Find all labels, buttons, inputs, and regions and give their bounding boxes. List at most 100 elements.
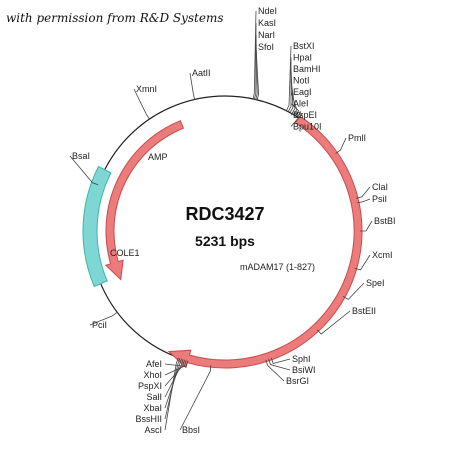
- site-leader: [255, 46, 260, 100]
- site-sali: SalI: [146, 359, 184, 402]
- feature-label-madam17-1-827: mADAM17 (1-827): [240, 262, 315, 272]
- site-xcmi: XcmI: [354, 250, 393, 271]
- site-leader: [164, 358, 181, 420]
- site-label: SpeI: [366, 278, 385, 288]
- site-label: NdeI: [258, 6, 277, 16]
- site-leader: [355, 186, 371, 199]
- site-leader: [290, 91, 298, 116]
- site-label: SalI: [146, 392, 162, 402]
- site-pmli: PmlI: [335, 133, 366, 154]
- site-leader: [164, 360, 189, 367]
- site-label: ClaI: [372, 182, 388, 192]
- site-bamhi: BamHI: [289, 64, 321, 113]
- site-label: PspXI: [138, 381, 162, 391]
- site-label: KasI: [258, 18, 276, 28]
- site-leader: [164, 358, 182, 409]
- site-leader: [290, 80, 296, 114]
- site-label: BstEII: [352, 306, 376, 316]
- site-label: EagI: [293, 87, 312, 97]
- site-alei: AleI: [290, 99, 309, 117]
- feature-madam17-1-827: [167, 115, 363, 369]
- site-label: NarI: [258, 30, 275, 40]
- site-label: PmlI: [348, 133, 366, 143]
- site-label: BstXI: [293, 41, 315, 51]
- site-bsrgi: BsrGI: [265, 359, 309, 386]
- site-bstxi: BstXI: [285, 41, 315, 111]
- site-label: BsaI: [72, 151, 90, 161]
- site-spei: SpeI: [342, 278, 385, 300]
- site-label: XmnI: [136, 84, 157, 94]
- site-bsteii: BstEII: [316, 306, 376, 335]
- site-leader: [285, 45, 292, 111]
- site-bsai: BsaI: [69, 151, 99, 186]
- site-leader: [265, 359, 285, 382]
- site-leader: [356, 198, 371, 204]
- site-psii: PsiI: [356, 194, 387, 204]
- site-bpu10i: Bpu10I: [290, 112, 322, 132]
- site-pcii: PciI: [89, 311, 118, 330]
- site-label: HpaI: [293, 53, 312, 63]
- permission-note: with permission from R&D Systems: [6, 11, 224, 25]
- site-label: AfeI: [146, 359, 162, 369]
- site-sphi: SphI: [270, 354, 311, 364]
- site-label: PsiI: [372, 194, 387, 204]
- site-sfoi: SfoI: [255, 42, 274, 100]
- site-label: XbaI: [143, 403, 162, 413]
- site-xhoi: XhoI: [143, 360, 187, 380]
- site-leader: [164, 360, 187, 376]
- site-leader: [316, 310, 351, 335]
- site-leader: [252, 10, 257, 100]
- site-leader: [69, 155, 99, 186]
- site-label: AscI: [144, 425, 162, 435]
- site-leader: [290, 111, 302, 118]
- site-label: AatII: [192, 68, 211, 78]
- site-clai: ClaI: [355, 182, 388, 199]
- site-label: BstBI: [374, 216, 396, 226]
- site-label: SphI: [292, 354, 311, 364]
- site-leader: [133, 88, 150, 120]
- site-leader: [290, 103, 300, 117]
- site-bspei: BspEI: [290, 110, 317, 120]
- site-leader: [354, 254, 371, 271]
- site-label: XhoI: [143, 370, 162, 380]
- site-ndei: NdeI: [252, 6, 277, 100]
- site-leader: [290, 112, 303, 127]
- site-label: BsrGI: [286, 376, 309, 386]
- site-label: SfoI: [258, 42, 274, 52]
- site-pspxi: PspXI: [138, 359, 185, 391]
- site-xbai: XbaI: [143, 358, 182, 413]
- site-bsiwi: BsiWI: [268, 358, 316, 375]
- features-layer: AMP mADAM17 (1-827) COLE1: [82, 115, 363, 369]
- feature-label-cole1: COLE1: [110, 248, 140, 258]
- plasmid-size: 5231 bps: [195, 233, 255, 249]
- site-leader: [189, 72, 195, 100]
- site-label: BsiWI: [292, 365, 316, 375]
- site-aatii: AatII: [189, 68, 211, 100]
- site-label: BbsI: [182, 425, 200, 435]
- site-leader: [164, 359, 185, 387]
- site-bsshii: BssHII: [135, 358, 181, 424]
- site-leader: [360, 220, 373, 232]
- site-leader: [268, 358, 291, 371]
- site-leader: [289, 68, 294, 113]
- site-label: AleI: [293, 99, 309, 109]
- site-label: NotI: [293, 76, 310, 86]
- site-leader: [335, 137, 347, 154]
- site-bstbi: BstBI: [360, 216, 396, 232]
- site-label: PciI: [92, 320, 107, 330]
- site-leader: [164, 359, 184, 398]
- site-leader: [164, 357, 179, 431]
- site-label: BssHII: [135, 414, 162, 424]
- plasmid-name: RDC3427: [185, 204, 264, 224]
- site-noti: NotI: [290, 76, 310, 114]
- site-leader: [270, 357, 291, 364]
- site-xmni: XmnI: [133, 84, 157, 120]
- feature-cole1: [82, 165, 112, 288]
- site-leader: [89, 311, 118, 326]
- feature-amp: [104, 120, 185, 281]
- site-label: XcmI: [372, 250, 393, 260]
- site-bbsi: BbsI: [179, 365, 212, 435]
- feature-label-amp: AMP: [148, 152, 168, 162]
- site-leader: [342, 282, 365, 300]
